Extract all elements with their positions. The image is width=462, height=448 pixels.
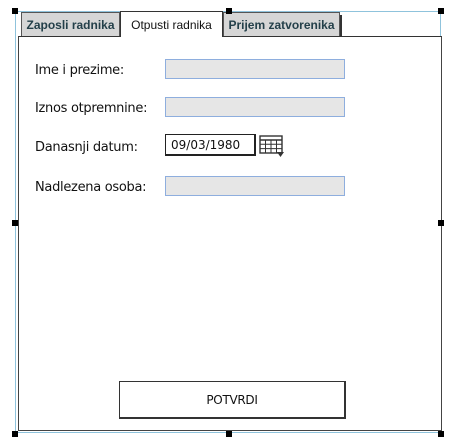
name-input[interactable] (165, 59, 345, 79)
severance-label: Iznos otpremnine: (35, 101, 148, 116)
date-label: Danasnji datum: (35, 140, 138, 155)
date-input[interactable]: 09/03/1980 (165, 134, 256, 156)
name-label: Ime i prezime: (35, 63, 124, 78)
official-input[interactable] (165, 176, 345, 196)
resize-handle-top-right[interactable] (438, 8, 444, 14)
resize-handle-bottom[interactable] (226, 431, 232, 437)
calendar-icon[interactable] (259, 134, 285, 158)
resize-handle-bottom-right[interactable] (438, 431, 444, 437)
severance-input[interactable] (165, 97, 345, 117)
tab-panel (18, 36, 442, 431)
tab-otpusti-radnika[interactable]: Otpusti radnika (120, 11, 223, 37)
resize-handle-left[interactable] (12, 220, 18, 226)
resize-handle-right[interactable] (438, 220, 444, 226)
resize-handle-top[interactable] (226, 8, 232, 14)
tab-prijem-zatvorenika[interactable]: Prijem zatvorenika (223, 12, 342, 36)
tab-zaposli-radnika[interactable]: Zaposli radnika (21, 12, 120, 36)
confirm-button[interactable]: POTVRDI (119, 381, 346, 419)
official-label: Nadlezena osoba: (35, 180, 147, 195)
resize-handle-bottom-left[interactable] (12, 431, 18, 437)
resize-handle-top-left[interactable] (12, 8, 18, 14)
